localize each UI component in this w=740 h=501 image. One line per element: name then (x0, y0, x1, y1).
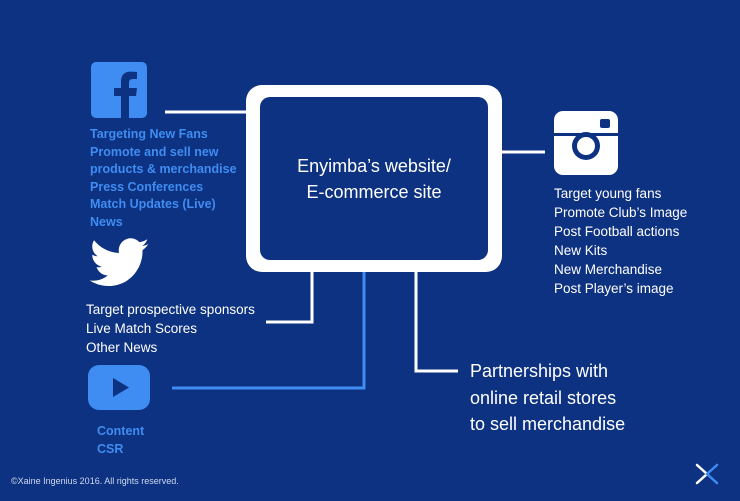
instagram-item: New Kits (554, 243, 608, 258)
twitter-connector (266, 272, 314, 324)
instagram-item: Post Player’s image (554, 281, 674, 296)
twitter-item: Other News (86, 340, 158, 355)
youtube-item: Content (97, 424, 145, 438)
instagram-item: Post Football actions (554, 224, 680, 239)
instagram-item: Target young fans (554, 186, 662, 201)
facebook-item: Promote and sell new (90, 144, 219, 159)
website-title-line1: Enyimba’s website/ (297, 155, 451, 176)
twitter-list: Target prospective sponsors Live Match S… (86, 300, 255, 357)
facebook-item: Targeting New Fans (90, 127, 208, 141)
instagram-item: New Merchandise (554, 262, 663, 277)
partnerships-line: Partnerships with (470, 361, 609, 381)
copyright-text: ©Xaine Ingenius 2016. All rights reserve… (11, 476, 179, 486)
partnerships-line: to sell merchandise (470, 414, 626, 434)
facebook-item: products & merchandise (90, 162, 237, 176)
facebook-item: News (90, 214, 123, 229)
partnerships-connector (414, 272, 458, 373)
xaine-logo-icon (694, 462, 720, 486)
youtube-list: Content CSR (97, 423, 144, 458)
facebook-item: Match Updates (Live) (90, 197, 216, 211)
instagram-list: Target young fans Promote Club’s Image P… (554, 184, 687, 298)
youtube-item: CSR (97, 441, 124, 456)
partnerships-text: Partnerships with online retail stores t… (470, 358, 625, 438)
instagram-item: Promote Club’s Image (554, 205, 688, 220)
instagram-camera-icon (554, 111, 618, 175)
website-box-inner: Enyimba’s website/ E-commerce site (260, 97, 488, 260)
youtube-connector (172, 272, 366, 390)
facebook-list: Targeting New Fans Promote and sell new … (90, 126, 237, 231)
twitter-item: Target prospective sponsors (86, 302, 255, 317)
twitter-item: Live Match Scores (86, 321, 198, 336)
twitter-bird-icon (89, 238, 150, 288)
website-title-line2: E-commerce site (306, 181, 442, 202)
partnerships-line: online retail stores (470, 387, 617, 408)
facebook-item: Press Conferences (90, 179, 204, 194)
youtube-play-icon (88, 365, 150, 410)
website-box: Enyimba’s website/ E-commerce site (246, 85, 502, 272)
facebook-icon (91, 62, 147, 118)
